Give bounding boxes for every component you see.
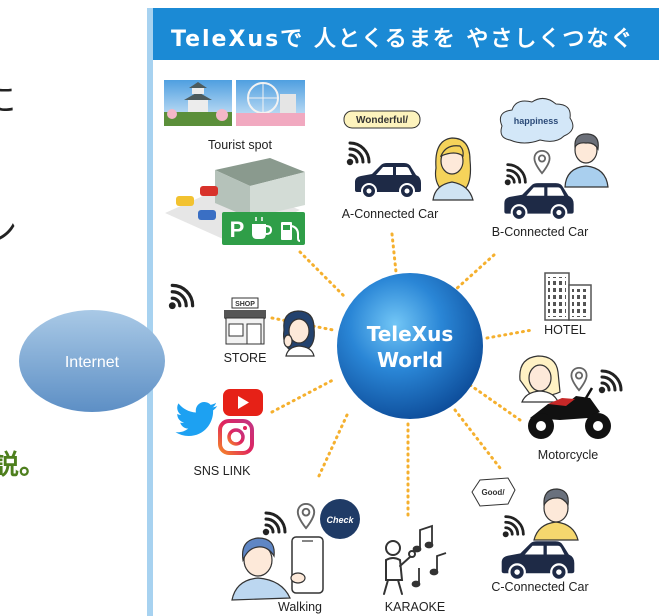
- castle-top-roof: [189, 82, 207, 88]
- telexus-world-hub: TeleXus World: [337, 273, 483, 419]
- walking-node: Check Walking: [231, 499, 360, 614]
- panel-title: TeleXusで 人とくるまを やさしくつなぐ: [171, 27, 635, 52]
- good-bubble: [471, 477, 516, 507]
- music-notes-icon: [411, 524, 447, 588]
- cup-icon: [252, 217, 273, 239]
- connector-c-car: [453, 408, 502, 470]
- parked-car-blue: [198, 210, 216, 220]
- castle-top: [192, 88, 204, 94]
- location-pin-icon: [533, 150, 551, 175]
- singer-icon: [383, 540, 416, 595]
- connector-tourist-parking: [298, 250, 347, 299]
- karaoke-label: KARAOKE: [385, 600, 445, 614]
- castle-roof: [184, 92, 212, 100]
- b-car-label: B-Connected Car: [492, 225, 589, 239]
- walking-label: Walking: [278, 600, 322, 614]
- instagram-icon: [218, 419, 254, 455]
- tourist-spot-node: Tourist spot: [164, 80, 305, 152]
- cut-text-fragment-2: ン: [0, 211, 17, 250]
- hub-sphere: [337, 273, 483, 419]
- wifi-icon: [168, 283, 195, 310]
- castle-base: [188, 100, 208, 114]
- shop-sign-text: SHOP: [235, 301, 255, 308]
- sns-label: SNS LINK: [194, 464, 252, 478]
- building-front: [250, 172, 305, 218]
- driver-avatar: [533, 488, 579, 541]
- check-badge: [320, 499, 360, 539]
- connector-walking: [316, 413, 349, 480]
- smartphone-icon: [290, 536, 324, 594]
- blossom-band: [236, 113, 305, 126]
- car-icon: [354, 162, 422, 199]
- wifi-icon: [346, 141, 371, 166]
- check-badge-text: Check: [326, 515, 354, 525]
- blossom: [216, 109, 228, 121]
- twitter-icon: [175, 402, 218, 436]
- hub-title-line-1: TeleXus: [367, 322, 454, 346]
- building-roof: [215, 158, 305, 186]
- fuel-pump-icon: [281, 222, 301, 242]
- woman-avatar: [432, 137, 474, 201]
- wonderful-bubble-text: Wonderful/: [356, 115, 408, 126]
- good-bubble-text: Good/: [481, 488, 505, 497]
- building-side: [215, 170, 250, 218]
- karaoke-node: KARAOKE: [383, 524, 447, 614]
- car-icon: [500, 540, 576, 581]
- castle-trees: [164, 112, 232, 126]
- rider-avatar: [519, 355, 561, 403]
- parking-p-letter: P: [230, 217, 245, 242]
- parking-node: P: [165, 158, 305, 245]
- ferris-structure: [280, 94, 296, 116]
- internet-ellipse: [19, 310, 165, 412]
- happiness-cloud-text: happiness: [514, 116, 559, 126]
- internet-node: Internet: [19, 310, 165, 412]
- hub-title-line-2: World: [377, 348, 443, 372]
- wifi-icon: [598, 369, 623, 394]
- youtube-icon: [223, 389, 263, 416]
- location-pin-icon: [296, 503, 316, 530]
- c-connected-car-node: Good/ C-Connected Car: [471, 477, 589, 594]
- panel-header: TeleXusで 人とくるまを やさしくつなぐ: [153, 8, 659, 60]
- wifi-icon: [504, 163, 527, 186]
- parked-car-red: [200, 186, 218, 196]
- connector-sns: [270, 378, 335, 414]
- wifi-icon: [502, 515, 525, 538]
- motorcycle-node: Motorcycle: [519, 355, 623, 462]
- parked-car-yellow: [176, 196, 194, 206]
- motorcycle-icon: [528, 387, 611, 439]
- store-label: STORE: [224, 351, 267, 365]
- hotel-node: HOTEL: [544, 272, 592, 337]
- a-connected-car-node: Wonderful/ A-Connected Car: [342, 110, 474, 221]
- connector-a-car: [390, 232, 398, 274]
- blossom: [167, 109, 177, 119]
- hotel-label: HOTEL: [544, 323, 586, 337]
- shop-icon: SHOP: [224, 297, 266, 345]
- connector-hotel: [485, 328, 534, 340]
- hotel-icon: [544, 272, 592, 321]
- b-connected-car-node: happiness B-Connected Car: [492, 98, 609, 239]
- location-pin-icon: [570, 367, 588, 392]
- connector-motorcycle: [468, 383, 522, 422]
- walker-avatar: [231, 537, 291, 601]
- motorcycle-label: Motorcycle: [538, 448, 598, 462]
- internet-label: Internet: [65, 354, 120, 371]
- wifi-icon: [262, 511, 287, 536]
- a-car-label: A-Connected Car: [342, 207, 439, 221]
- tourist-spot-label: Tourist spot: [208, 138, 272, 152]
- happiness-cloud: [499, 98, 574, 144]
- sns-node: SNS LINK: [175, 389, 263, 478]
- man-avatar: [564, 133, 609, 188]
- cut-text-fragment-3: 説。: [0, 450, 46, 481]
- wonderful-bubble: [343, 110, 421, 129]
- car-icon: [503, 182, 575, 221]
- c-car-label: C-Connected Car: [491, 580, 588, 594]
- cut-text-fragment-1: に: [0, 83, 16, 116]
- shopper-avatar: [283, 310, 315, 357]
- store-node: SHOP STORE: [224, 297, 315, 365]
- connector-b-car: [453, 253, 496, 292]
